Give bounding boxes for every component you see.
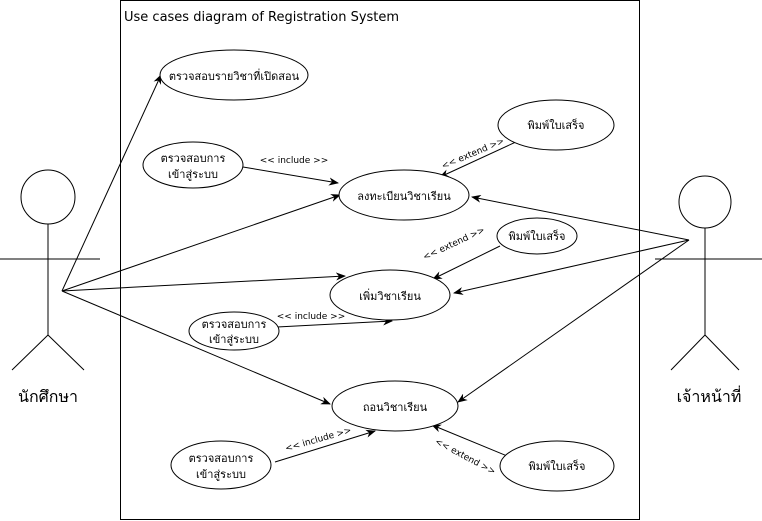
use-case-add-course[interactable]: เพิ่มวิชาเรียน <box>329 269 451 321</box>
use-case-login-2[interactable]: ตรวจสอบการ เข้าสู่ระบบ <box>188 311 280 351</box>
use-case-check-open-courses-label: ตรวจสอบรายวิชาที่เปิดสอน <box>169 68 300 83</box>
use-case-login-1[interactable]: ตรวจสอบการ เข้าสู่ระบบ <box>142 141 244 189</box>
system-title: Use cases diagram of Registration System <box>124 10 399 25</box>
use-case-print-receipt-2[interactable]: พิมพ์ใบเสร็จ <box>496 217 578 255</box>
use-case-login-2-line2: เข้าสู่ระบบ <box>209 333 259 346</box>
assoc-staff-add <box>453 239 690 295</box>
use-case-print-receipt-2-label: พิมพ์ใบเสร็จ <box>509 229 566 243</box>
use-case-login-1-line2: เข้าสู่ระบบ <box>168 168 218 181</box>
use-case-register[interactable]: ลงทะเบียนวิชาเรียน <box>338 169 470 221</box>
use-case-add-course-label: เพิ่มวิชาเรียน <box>359 288 421 303</box>
extend-line-2 <box>432 245 501 280</box>
use-case-print-receipt-1[interactable]: พิมพ์ใบเสร็จ <box>497 99 615 151</box>
use-case-print-receipt-3-label: พิมพ์ใบเสร็จ <box>529 459 586 473</box>
assoc-student-drop <box>61 290 331 405</box>
actor-staff[interactable] <box>655 175 762 371</box>
actor-student[interactable] <box>0 169 100 371</box>
use-case-drop-course-label: ถอนวิชาเรียน <box>363 401 428 414</box>
use-case-login-3-line2: เข้าสู่ระบบ <box>196 468 246 481</box>
assoc-student-check-open <box>61 74 162 292</box>
use-case-check-open-courses[interactable]: ตรวจสอบรายวิชาที่เปิดสอน <box>159 49 309 101</box>
use-case-print-receipt-3[interactable]: พิมพ์ใบเสร็จ <box>499 440 615 492</box>
actor-staff-label: เจ้าหน้าที่ <box>677 385 742 406</box>
include-label-2: << include >> <box>277 312 346 322</box>
include-line-3 <box>274 429 376 463</box>
assoc-staff-drop <box>457 239 690 403</box>
use-case-drop-course[interactable]: ถอนวิชาเรียน <box>331 380 459 432</box>
include-line-1 <box>242 166 339 186</box>
use-case-print-receipt-1-label: พิมพ์ใบเสร็จ <box>528 118 585 132</box>
system-boundary <box>120 0 640 520</box>
assoc-staff-register <box>471 194 690 241</box>
use-case-login-3[interactable]: ตรวจสอบการ เข้าสู่ระบบ <box>170 440 272 490</box>
include-label-1: << include >> <box>260 156 329 166</box>
extend-label-1: << extend >> <box>440 136 506 171</box>
assoc-student-add <box>61 272 346 292</box>
use-case-register-label: ลงทะเบียนวิชาเรียน <box>357 190 451 203</box>
actor-student-label: นักศึกษา <box>18 387 78 406</box>
extend-line-1 <box>439 140 519 178</box>
include-line-2 <box>276 317 393 328</box>
use-case-login-1-line1: ตรวจสอบการ <box>161 152 226 165</box>
use-case-login-3-line1: ตรวจสอบการ <box>189 452 254 465</box>
use-case-login-2-line1: ตรวจสอบการ <box>202 318 267 331</box>
assoc-student-register <box>61 194 341 292</box>
extend-label-3: << extend >> <box>433 437 497 477</box>
include-label-3: << include >> <box>284 426 353 454</box>
extend-line-3 <box>431 424 513 459</box>
